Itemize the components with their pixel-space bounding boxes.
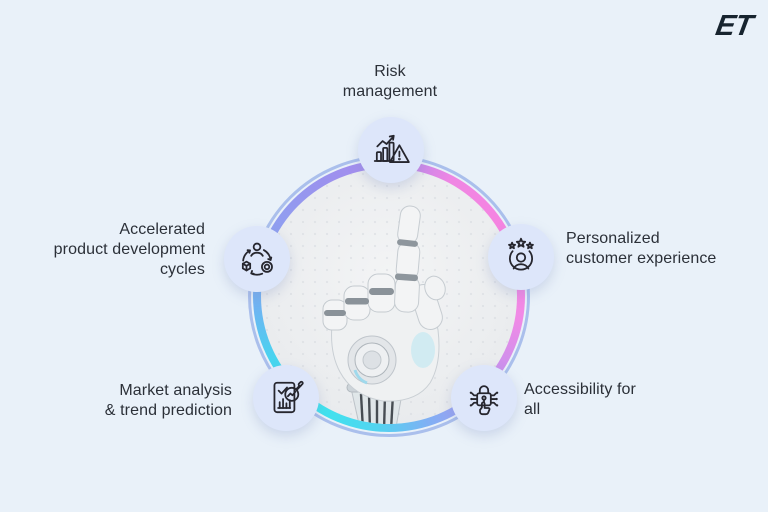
product-development-cycle-icon xyxy=(241,242,273,276)
product-development-label: Accelerated product development cycles xyxy=(53,221,205,278)
icon-bubble-market-analysis xyxy=(253,365,319,431)
risk-management-icon xyxy=(373,134,410,163)
market-analysis-label: Market analysis & trend prediction xyxy=(104,382,232,419)
customer-rating-icon xyxy=(508,237,534,271)
icon-bubble-accessibility xyxy=(451,365,517,431)
accessibility-label: Accessibility for all xyxy=(524,381,636,418)
icon-bubble-product-development xyxy=(224,226,290,292)
market-analysis-icon xyxy=(273,380,304,414)
personalized-customer-experience-label: Personalized customer experience xyxy=(566,230,717,267)
risk-management-label: Risk management xyxy=(342,63,438,100)
accessibility-lock-icon xyxy=(469,385,499,416)
icon-bubble-personalized xyxy=(488,224,554,290)
brand-logo: ET xyxy=(713,10,755,42)
icon-bubble-risk-management xyxy=(358,117,424,183)
robot-hand-image xyxy=(322,205,446,424)
